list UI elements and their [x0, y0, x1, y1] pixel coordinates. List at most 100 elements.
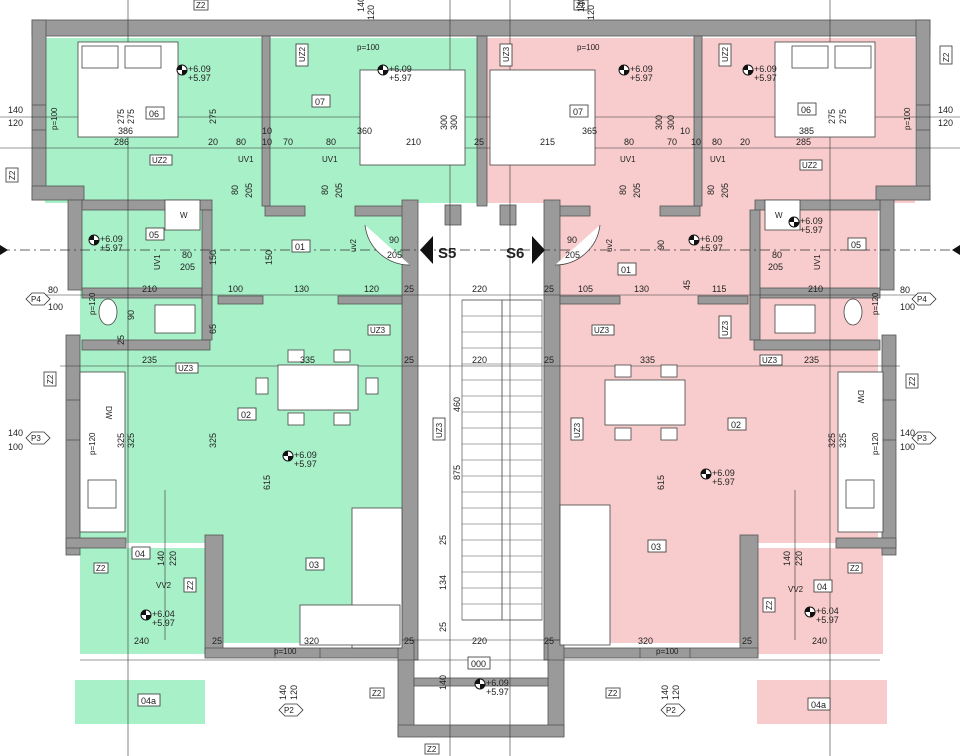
level-upper: +6.09: [712, 468, 735, 478]
dim-text: 240: [812, 636, 827, 646]
dim-text: 325: [838, 433, 848, 448]
z2-tag: Z2: [427, 745, 437, 754]
dim-text: 70: [283, 137, 293, 147]
dim-text: 25: [544, 355, 554, 365]
dim-text: 80: [230, 185, 240, 195]
dim-text: 140: [900, 428, 915, 438]
dim-text: 90: [389, 235, 399, 245]
washer-label: W: [775, 211, 783, 220]
dim-text: 45: [682, 280, 692, 290]
dim-text: 140: [576, 0, 586, 12]
level-lower: +5.97: [712, 477, 735, 487]
level-symbol-fill: [141, 610, 151, 620]
dim-text: 80: [706, 185, 716, 195]
dining-table-left: [277, 364, 359, 411]
dim-text: 300: [449, 115, 459, 130]
level-symbol-fill: [805, 607, 815, 617]
sofa-right: [559, 504, 611, 646]
dim-text: 320: [304, 636, 319, 646]
right-living-fill: [553, 203, 878, 543]
dim-text: 10: [691, 137, 701, 147]
level-lower: +5.97: [152, 618, 175, 628]
dim-text: 205: [768, 262, 783, 272]
dim-text: 25: [544, 636, 554, 646]
washer-right: [764, 199, 801, 231]
dim-text: 120: [289, 685, 299, 700]
level-upper: +6.09: [800, 216, 823, 226]
dim-text: 130: [294, 284, 309, 294]
uv1-tag: UV1: [710, 155, 726, 164]
dim-text: 140: [156, 551, 166, 566]
dim-text: 25: [438, 535, 448, 545]
dim-text: 120: [586, 5, 596, 20]
dim-text: 90: [567, 235, 577, 245]
dim-text: 20: [208, 137, 218, 147]
dim-text: 80: [48, 285, 58, 295]
uz3-tag: UZ3: [721, 320, 730, 336]
room-000-stair: 000: [471, 659, 486, 669]
dishwasher-label: DW: [104, 406, 113, 420]
sill-label: p=120: [88, 432, 97, 455]
z2-tag: Z2: [765, 600, 774, 610]
dim-text: 65: [208, 324, 218, 334]
z2-tag: Z2: [942, 52, 951, 62]
dim-text: 80: [236, 137, 246, 147]
dim-text: 115: [712, 284, 726, 294]
room-04a-left: 04a: [141, 696, 156, 706]
dim-text: 20: [740, 137, 750, 147]
dim-text: 300: [654, 115, 664, 130]
dim-text: 25: [404, 355, 414, 365]
dim-text: 205: [565, 250, 580, 260]
dim-text: 90: [126, 310, 136, 320]
dim-text: 100: [48, 302, 63, 312]
pillow: [81, 45, 119, 69]
level-symbol-fill: [378, 65, 388, 75]
dim-text: 10: [262, 126, 272, 136]
sill-label: p=120: [871, 432, 880, 455]
uz3-tag: UZ3: [178, 364, 194, 373]
sill-label: p=100: [50, 107, 59, 130]
dim-text: 25: [212, 636, 222, 646]
dim-text: 615: [656, 475, 666, 490]
dim-text: 150: [208, 250, 218, 265]
uz2-tag: UZ2: [152, 156, 168, 165]
dim-text: 10: [680, 126, 690, 136]
dim-text: 80: [618, 185, 628, 195]
dim-text: 300: [439, 115, 449, 130]
z2-tag: Z2: [96, 564, 106, 573]
level-lower: +5.97: [486, 687, 509, 697]
pillow: [124, 45, 162, 69]
dim-text: 120: [671, 685, 681, 700]
washer-label: W: [180, 211, 188, 220]
windows: [32, 104, 930, 658]
room-01-right: 01: [621, 265, 631, 275]
level-lower: +5.97: [816, 615, 839, 625]
dim-text: 205: [632, 183, 642, 198]
dining-table-right: [604, 379, 686, 426]
door-swing-left: [364, 224, 411, 266]
dim-text: 205: [720, 183, 730, 198]
dim-text: 70: [667, 137, 677, 147]
dim-text: 220: [794, 551, 804, 566]
dim-text: 150: [264, 250, 274, 265]
sill-label: p=100: [577, 43, 600, 52]
dim-text: 205: [244, 183, 254, 198]
washer-left: [164, 199, 201, 231]
bed-left-2: [359, 69, 466, 166]
z2-tag: Z2: [8, 170, 17, 180]
uv2-tag: uv2: [605, 239, 614, 252]
dim-text: 25: [404, 284, 414, 294]
dim-text: 120: [8, 118, 23, 128]
dim-text: 140: [782, 551, 792, 566]
p4-tag: P4: [31, 295, 41, 304]
stove-left: [87, 479, 117, 509]
dim-text: 100: [228, 284, 243, 294]
dim-text: 220: [168, 551, 178, 566]
dim-text: 335: [300, 355, 315, 365]
level-upper: +6.09: [486, 678, 509, 688]
dim-text: 140: [356, 0, 366, 12]
level-lower: +5.97: [188, 73, 211, 83]
level-symbol-fill: [283, 451, 293, 461]
level-upper: +6.09: [754, 64, 777, 74]
room-04-right: 04: [817, 582, 827, 592]
